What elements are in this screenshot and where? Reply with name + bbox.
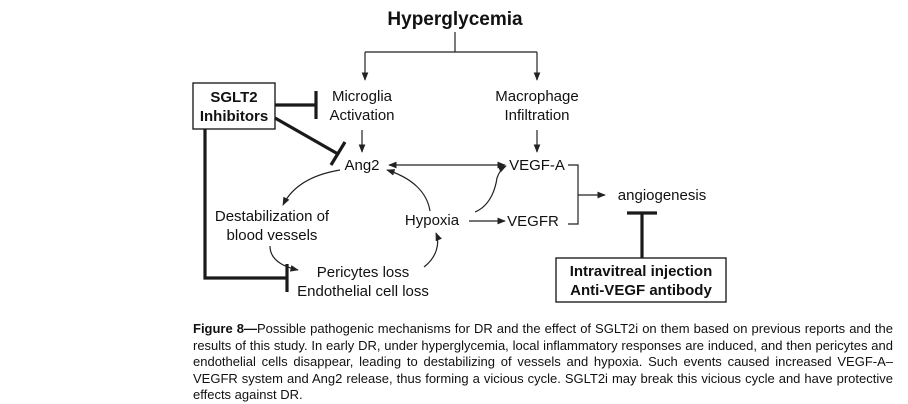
vegfa-label: VEGF-A: [509, 157, 565, 174]
microglia-label-line2: Activation: [329, 107, 394, 124]
macrophage-label-line2: Infiltration: [504, 107, 569, 124]
ang2-label: Ang2: [344, 157, 379, 174]
sglt2-inhibitors-box: SGLT2 Inhibitors: [192, 82, 276, 130]
figure-caption: Figure 8—Possible pathogenic mechanisms …: [193, 321, 893, 404]
sglt2-label-line1: SGLT2: [210, 89, 257, 106]
caption-figure-label: Figure 8—: [193, 321, 257, 336]
microglia-label-line1: Microglia: [332, 88, 393, 105]
sglt2-label-line2: Inhibitors: [200, 108, 268, 125]
hypoxia-to-vegfa-arrow: [474, 165, 507, 213]
sglt2-inhibition-lines: [203, 91, 347, 292]
vicious-cycle-arrows: [269, 169, 442, 272]
pericytes-label-line1: Pericytes loss: [317, 264, 410, 281]
destabilization-label-line1: Destabilization of: [215, 208, 330, 225]
hypoxia-label: Hypoxia: [405, 212, 460, 229]
intravitreal-label-line1: Intravitreal injection: [570, 263, 713, 280]
destabilization-label-line2: blood vessels: [227, 227, 318, 244]
intravitreal-label-line2: Anti-VEGF antibody: [570, 282, 712, 299]
hyperglycemia-branch-arrows: [361, 32, 541, 81]
vegfr-label: VEGFR: [507, 213, 559, 230]
hyperglycemia-title: Hyperglycemia: [387, 9, 523, 30]
anti-vegf-inhibition-lines: [627, 211, 657, 258]
pericytes-label-line2: Endothelial cell loss: [297, 283, 429, 300]
intravitreal-injection-box: Intravitreal injection Anti-VEGF antibod…: [555, 257, 727, 303]
caption-text: Possible pathogenic mechanisms for DR an…: [193, 321, 893, 402]
angiogenesis-label: angiogenesis: [618, 187, 706, 204]
macrophage-label-line1: Macrophage: [495, 88, 578, 105]
vegf-merge-arrows: [568, 164, 606, 225]
